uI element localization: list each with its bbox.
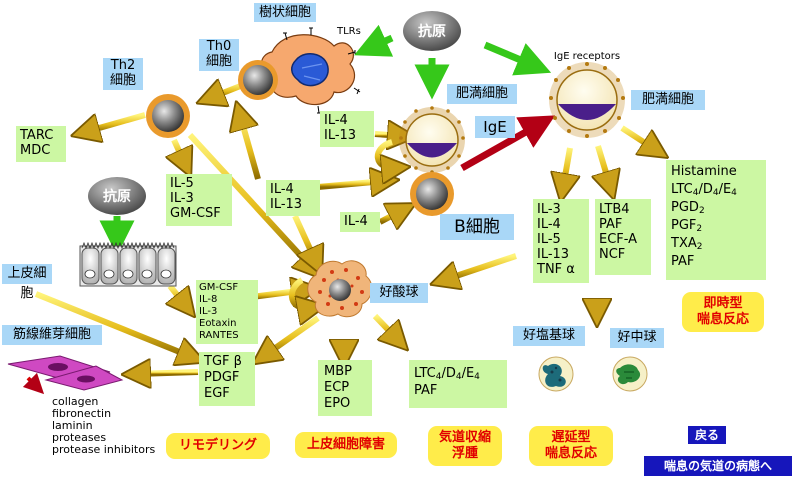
curved-arrow-eos (288, 277, 312, 308)
label-epithelial-cytokines: GM-CSF IL-8 IL-3 Eotaxin RANTES (196, 280, 258, 344)
badge-remodeling: リモデリング (166, 433, 270, 459)
label-mast-mediators-ltb4: LTB4 PAF ECF-A NCF (595, 199, 651, 275)
arrow-eos-to-ltc (372, 313, 398, 340)
label-b-cell: B細胞 (440, 214, 514, 240)
eosinophil-cell (307, 260, 373, 318)
arrow-il4-to-bcell (317, 181, 385, 187)
next-page-button[interactable]: 喘息の気道の病態へ (644, 456, 792, 476)
label-epithelial-cell: 上皮細胞 (2, 264, 52, 301)
label-eos-proteins: MBP ECP EPO (318, 360, 372, 416)
epithelial-cells (79, 241, 177, 287)
antigen-left: 抗原 (88, 177, 146, 215)
svg-text:抗原: 抗原 (418, 23, 446, 40)
label-il5-group: IL-5 IL-3 GM-CSF (166, 174, 232, 226)
red-arrows (22, 115, 556, 395)
arrow-antigen-to-dendritic (354, 24, 394, 57)
badge-epithelial-damage: 上皮細胞障害 (295, 432, 397, 458)
extracellular-matrix-list: collagen fibronectin laminin proteases p… (52, 395, 156, 456)
label-mast-cell-b: 肥満細胞 (447, 84, 517, 104)
curved-arrows (288, 139, 396, 308)
b-cell (410, 172, 454, 216)
label-th2-cell: Th2 細胞 (103, 58, 143, 90)
arrow-th2-to-tarc (85, 112, 146, 132)
svg-text:抗原: 抗原 (103, 188, 131, 205)
ige-granules-b (399, 106, 465, 174)
label-eosinophil: 好酸球 (370, 283, 428, 303)
label-il4-il13-mid: IL-4 IL-13 (266, 180, 320, 216)
arrow-il4-to-eos (292, 214, 316, 262)
label-tarc-mdc: TARC MDC (16, 126, 66, 162)
label-th0-cell: Th0 細胞 (199, 39, 239, 71)
label-basophil: 好塩基球 (513, 326, 585, 346)
basophil-cell (538, 356, 574, 392)
label-histamine-group: Histamine LTC4/D4/E4 PGD2 PGF2 TXA2 PAF (666, 160, 766, 280)
arrow-mast-to-histamine (620, 125, 656, 150)
arrow-ige-to-mast (460, 115, 556, 172)
arrow-mast-to-il (563, 147, 570, 188)
svg-text:IgE receptors: IgE receptors (554, 51, 620, 62)
label-fibroblast: 筋線維芽細胞 (2, 325, 102, 345)
arrow-il4-up-to-th0 (240, 115, 261, 180)
arrow-il13-to-mastcell (374, 134, 402, 136)
arrow-eos-to-gf (264, 315, 320, 356)
fibroblast-cells (7, 355, 124, 391)
arrow-mast-to-eos (444, 253, 517, 280)
label-mast-mediators-il: IL-3 IL-4 IL-5 IL-13 TNF α (533, 199, 589, 283)
arrow-il4-single-to-bcell (378, 210, 403, 222)
th0-cell (238, 60, 278, 100)
svg-text:TLRs: TLRs (336, 26, 361, 37)
label-il4-il13-top: IL-4 IL-13 (320, 111, 374, 147)
arrow-epi-to-gf (34, 291, 192, 357)
badge-immediate-reaction: 即時型 喘息反応 (682, 292, 764, 332)
antigen-top: 抗原 (403, 11, 461, 51)
badge-airway-constriction: 気道収縮 浮腫 (428, 426, 502, 466)
arrow-antigen-to-mast (483, 41, 552, 76)
ige-receptors-granules (549, 62, 625, 138)
arrow-fibroblast-down (22, 372, 45, 395)
mast-cell-right: IgE receptors (549, 51, 625, 138)
dendritic-cell: TLRs (260, 26, 361, 114)
label-eos-lipids: LTC4/D4/E4 PAF (409, 360, 507, 408)
neutrophil-cell (612, 356, 648, 392)
arrow-th2-to-eos (187, 132, 312, 268)
label-ige: IgE (475, 116, 515, 138)
back-button[interactable]: 戻る (688, 426, 726, 444)
badge-late-reaction: 遅延型 喘息反応 (529, 426, 613, 466)
curved-arrow-bcell (374, 139, 396, 168)
mast-cell-ige-bound (399, 106, 465, 174)
arrow-th2-to-il5 (174, 138, 185, 164)
arrow-gf-to-fibro (136, 372, 199, 374)
label-growth-factors: TGF β PDGF EGF (199, 352, 255, 406)
arrow-mast-to-ltb4 (598, 145, 610, 186)
th2-cell (146, 94, 190, 138)
green-arrows (99, 24, 552, 256)
label-neutrophil: 好中球 (610, 328, 664, 348)
label-il4-single: IL-4 (340, 212, 380, 232)
label-dendritic-cell: 樹状細胞 (254, 3, 316, 22)
label-mast-cell-right: 肥満細胞 (631, 90, 705, 110)
arrow-epi-to-cytokines (170, 284, 186, 306)
